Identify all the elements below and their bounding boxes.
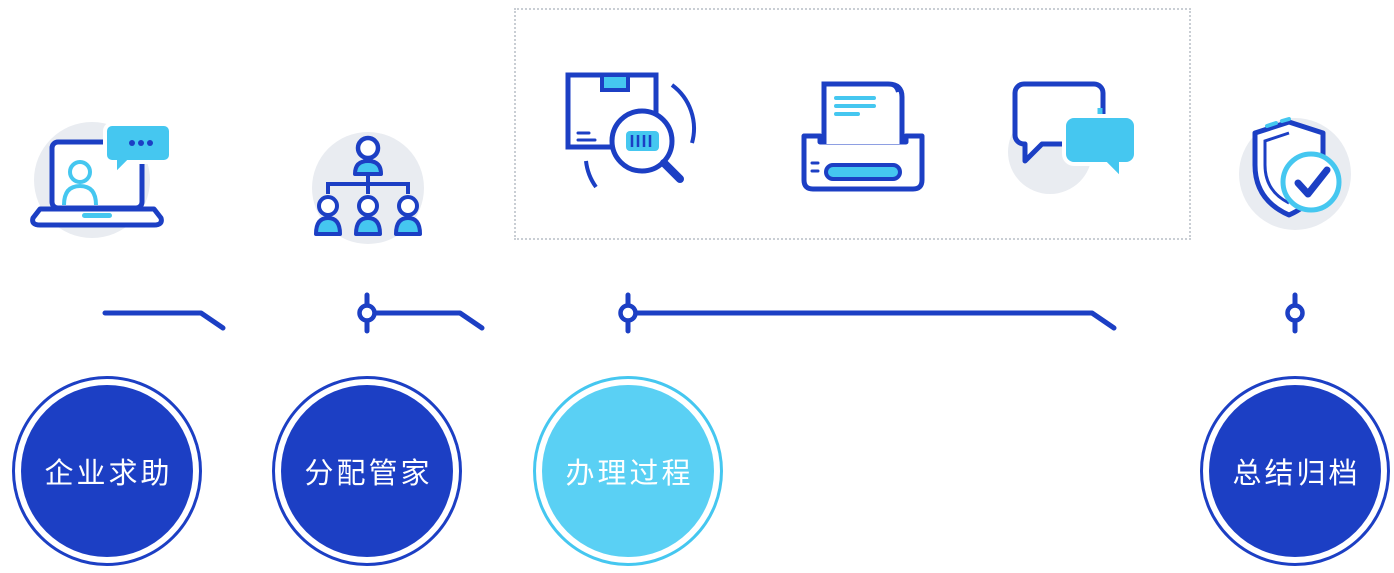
step-circle-fill: 企业求助 [21, 385, 193, 557]
shield-check-graphic [1239, 117, 1351, 230]
step-circle-assign-manager: 分配管家 [272, 376, 462, 566]
chat-bubbles-graphic [1008, 81, 1138, 194]
arrow-segment-1 [102, 310, 226, 331]
org-chart-icon [298, 124, 438, 261]
arrow-segment-3 [632, 310, 1117, 331]
flow-connector-line [102, 292, 1305, 334]
shield-check-icon [1225, 106, 1365, 251]
node-marker-4 [1285, 303, 1305, 323]
laptop-video-chat-graphic [30, 122, 173, 238]
process-icons-group-border [514, 8, 1191, 240]
step-circle-fill: 分配管家 [281, 385, 453, 557]
step-label-assign-manager: 分配管家 [304, 458, 433, 490]
package-scan-graphic [565, 72, 696, 189]
step-circle-processing: 办理过程 [533, 376, 723, 566]
step-circle-fill: 办理过程 [542, 385, 714, 557]
laptop-video-chat-icon [20, 108, 180, 253]
node-marker-3 [618, 303, 638, 323]
node-marker-2 [357, 303, 377, 323]
step-circle-summary-archive: 总结归档 [1200, 376, 1390, 566]
printer-document-icon [788, 70, 938, 210]
org-chart-graphic [312, 132, 424, 244]
chat-bubbles-icon [1000, 70, 1160, 210]
arrow-segment-2 [371, 310, 485, 331]
printer-document-graphic [801, 81, 925, 192]
step-label-summary-archive: 总结归档 [1232, 458, 1361, 490]
step-circle-fill: 总结归档 [1209, 385, 1381, 557]
step-circle-enterprise-help: 企业求助 [12, 376, 202, 566]
step-label-enterprise-help: 企业求助 [44, 458, 173, 490]
package-scan-icon [552, 55, 712, 220]
step-label-processing: 办理过程 [565, 458, 694, 490]
